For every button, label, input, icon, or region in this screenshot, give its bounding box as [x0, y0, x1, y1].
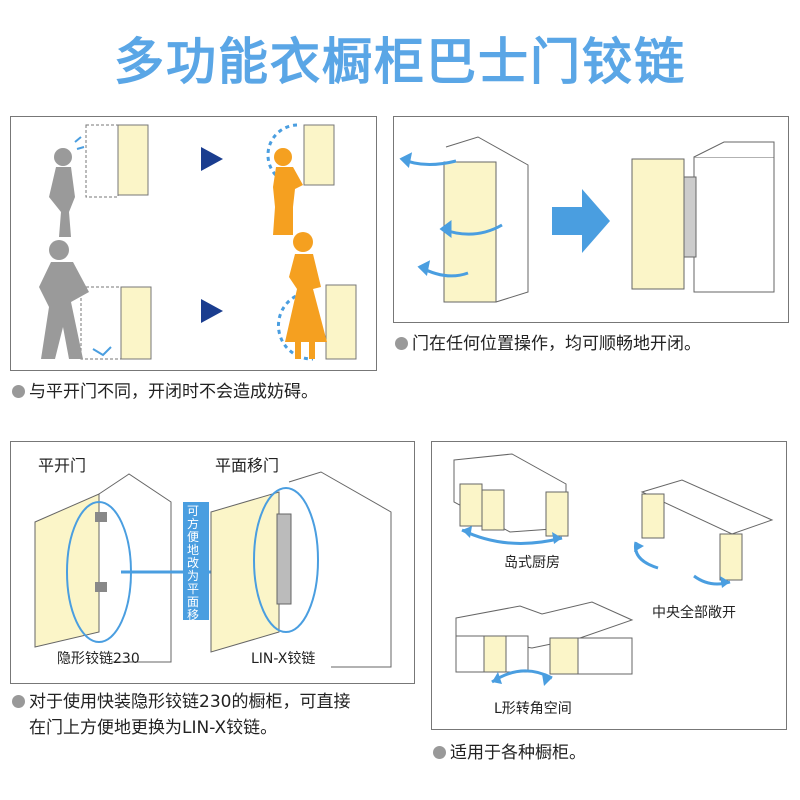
swing-comparison-illustration	[39, 123, 357, 361]
bullet-icon	[12, 695, 25, 708]
label-flat-slide-door: 平面移门	[215, 456, 280, 475]
label-island-kitchen: 岛式厨房	[504, 555, 560, 571]
caption-applications: 适用于各种橱柜。	[433, 738, 586, 763]
bullet-icon	[433, 746, 446, 759]
caption-any-position: 门在任何位置操作，均可顺畅地开闭。	[395, 329, 701, 354]
arrow-triangle-bottom	[201, 299, 223, 323]
page-title: 多功能衣橱柜巴士门铰链	[114, 33, 686, 91]
panel-any-position	[393, 116, 789, 323]
label-hinge-linx: LIN-X铰链	[251, 651, 316, 667]
arrow-triangle-top	[201, 147, 223, 171]
applications-illustration	[453, 453, 774, 686]
any-position-illustration	[399, 136, 775, 303]
callout-box	[183, 502, 209, 620]
caption-hinge-conversion: 对于使用快装隐形铰链230的橱柜，可直接 在门上方便地更换为LIN-X铰链。	[12, 689, 350, 741]
bullet-icon	[12, 385, 25, 398]
panel-hinge-conversion: 平开门 平面移门 可方便地改为平面移门 隐形铰链230 LIN-X铰链	[10, 441, 415, 684]
hinge-conversion-illustration	[34, 471, 392, 668]
label-l-corner: L形转角空间	[494, 701, 572, 717]
label-hinge-230: 隐形铰链230	[57, 651, 140, 667]
panel-swing-comparison	[10, 116, 377, 371]
caption-swing: 与平开门不同，开闭时不会造成妨碍。	[12, 377, 318, 402]
label-swing-door: 平开门	[38, 456, 87, 475]
label-center-open: 中央全部敞开	[652, 605, 736, 621]
bullet-icon	[395, 337, 408, 350]
arrow-right-icon	[552, 189, 610, 253]
callout-text: 可方便地改为平面移门	[187, 504, 200, 635]
panel-applications: 岛式厨房 中央全部敞开 L形转角空间	[431, 441, 787, 730]
